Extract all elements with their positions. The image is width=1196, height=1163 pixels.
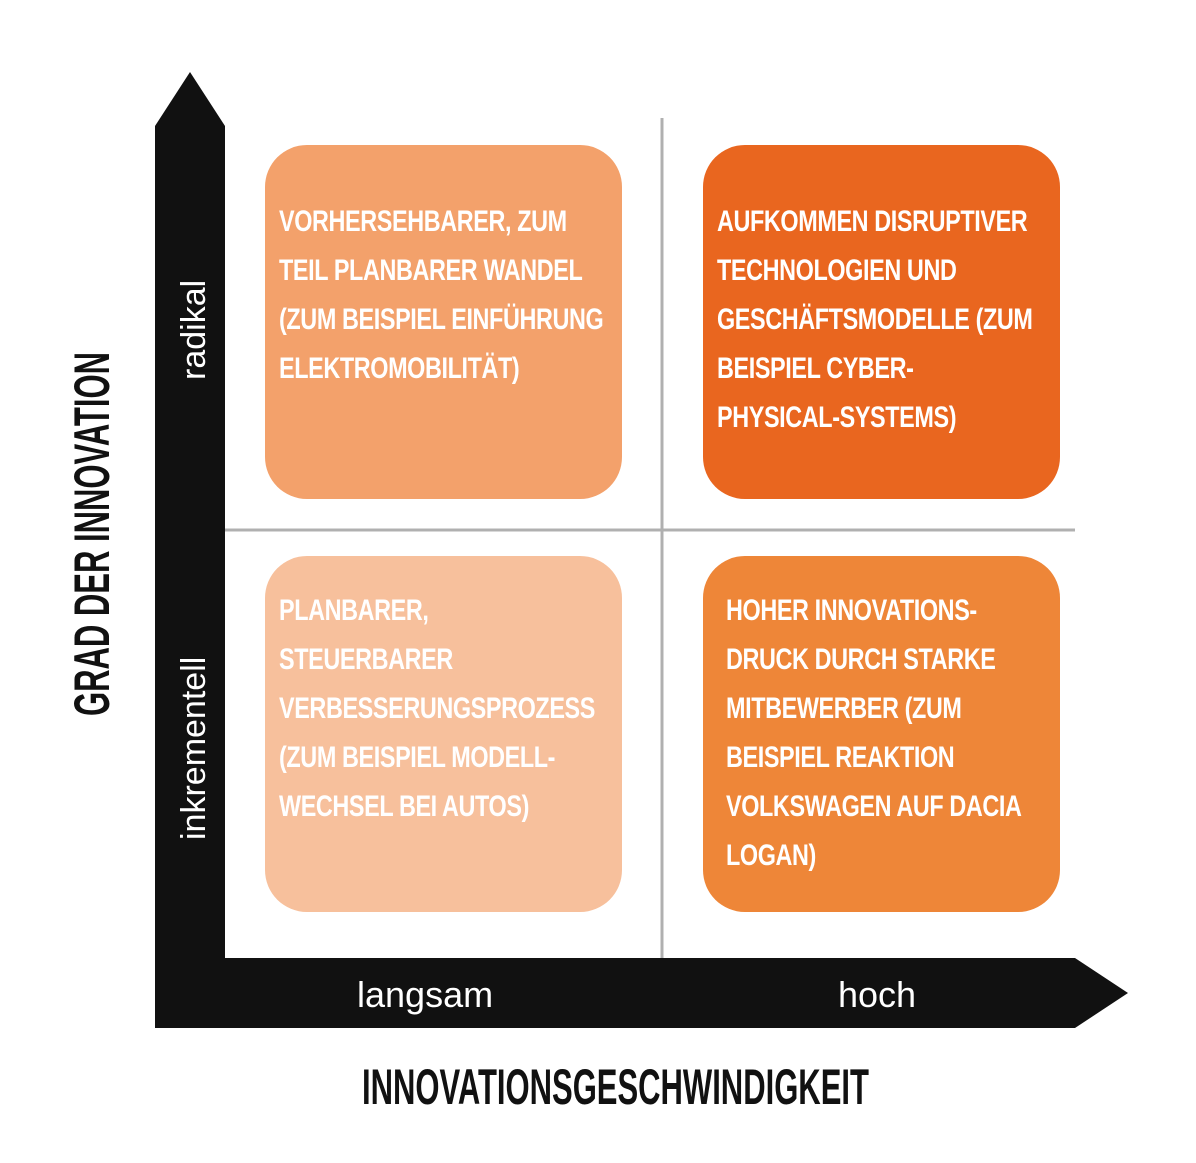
quadrant-top-right: Aufkommen disruptiver Technologien und G… [703, 145, 1060, 499]
quadrant-top-left: Vorhersehbarer, zum teil planbarer Wande… [265, 145, 622, 499]
quadrant-line: Elektromobilität) [279, 352, 520, 385]
y-axis-title: GRAD DER INNOVATION [64, 352, 120, 716]
quadrant-line: teil planbarer Wandel [279, 254, 583, 287]
quadrant-line: Vorhersehbarer, zum [279, 205, 567, 238]
quadrant-bottom-right: Hoher Innovations- druck durch starke Mi… [703, 556, 1060, 912]
quadrant-bottom-left: Planbarer, steuerbarer Verbesserungsproz… [265, 556, 622, 912]
quadrant-line: (zum Beispiel Modell- [279, 741, 556, 774]
x-axis-arrow [155, 958, 1128, 1028]
quadrant-line: Geschäftsmodelle (zum [717, 303, 1033, 336]
quadrant-line: Logan) [726, 839, 816, 872]
quadrant-line: Planbarer, steuerbarer [279, 594, 453, 676]
quadrant-line: Hoher Innovations- [726, 594, 977, 627]
quadrant-line: Beispiel Cyber- [717, 352, 914, 385]
y-axis-arrow [155, 72, 225, 1028]
x-axis-title: INNOVATIONSGESCHWINDIGKEIT [362, 1059, 869, 1115]
quadrant-line: Aufkommen disruptiver [717, 205, 1028, 238]
quadrant-line: (zum Beispiel Einführung [279, 303, 604, 336]
quadrant-line: Beispiel Reaktion [726, 741, 955, 774]
quadrant-line: druck durch starke [726, 643, 996, 676]
y-tick-inkrementell: inkrementell [175, 656, 213, 840]
quadrant-line: Technologien und [717, 254, 957, 287]
quadrant-line: Physical-Systems) [717, 401, 957, 434]
y-tick-radikal: radikal [175, 279, 213, 380]
x-tick-hoch: hoch [838, 974, 917, 1015]
quadrant-line: Volkswagen auf Dacia [726, 790, 1022, 823]
quadrant-line: Verbesserungsprozess [279, 692, 595, 725]
quadrant-line: wechsel bei Autos) [279, 790, 529, 823]
x-tick-langsam: langsam [357, 974, 494, 1015]
quadrant-line: Mitbewerber (zum [726, 692, 962, 725]
